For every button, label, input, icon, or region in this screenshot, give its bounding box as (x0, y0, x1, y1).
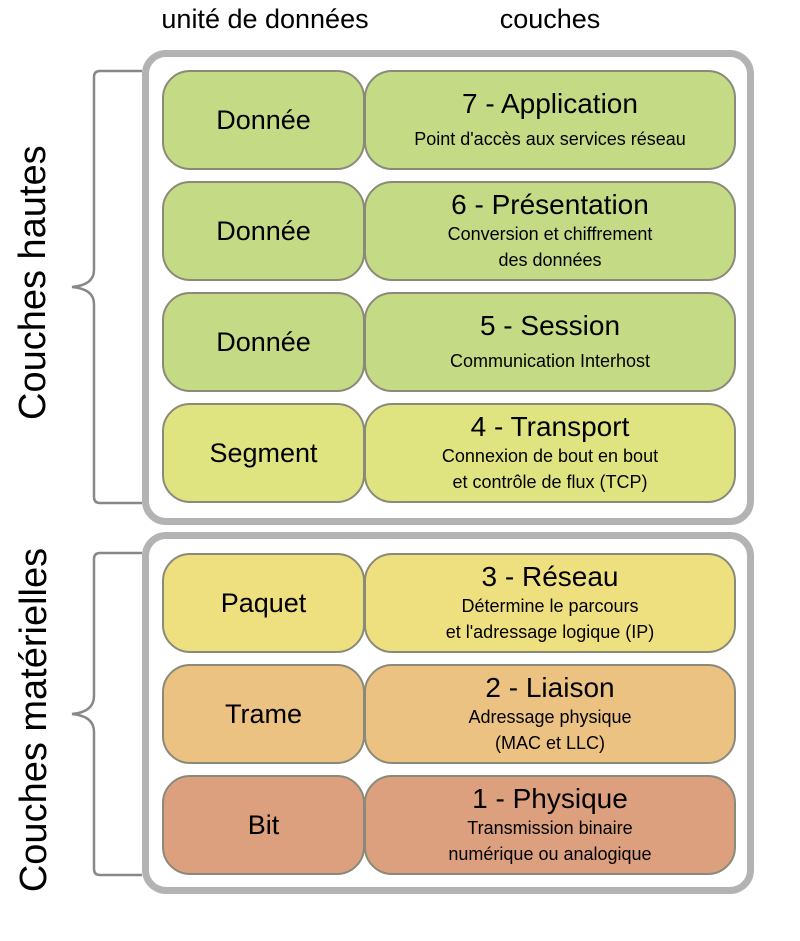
layer-title: 1 - Physique (472, 783, 628, 814)
layer-description-line: Communication Interhost (449, 351, 651, 371)
upper-brace-icon (71, 69, 142, 505)
layer-title: 4 - Transport (470, 411, 630, 442)
layer-description-line: Adressage physique (468, 707, 632, 727)
layer-description-line: Connexion de bout en bout (441, 446, 659, 466)
layer-description-line: numérique ou analogique (448, 844, 652, 864)
layer-title: 2 - Liaison (485, 672, 615, 703)
layer-description-line: Transmission binaire (467, 818, 633, 838)
data-unit-label: Donnée (216, 215, 311, 246)
data-unit-box: Trame (162, 664, 365, 764)
layer-description-line: (MAC et LLC) (494, 733, 606, 753)
layer-description-line: des données (498, 250, 602, 270)
group-label-upper-layers: Couches hautes (12, 145, 54, 420)
layer-title: 5 - Session (479, 310, 621, 341)
layer-title: 7 - Application (462, 88, 638, 119)
data-unit-label: Segment (209, 437, 318, 468)
data-unit-box: Donnée (162, 70, 365, 170)
data-unit-box: Donnée (162, 292, 365, 392)
data-unit-label: Bit (247, 809, 280, 840)
layer-description-line: et l'adressage logique (IP) (445, 622, 655, 642)
layer-description-line: Conversion et chiffrement (447, 224, 653, 244)
layer-description-line: Point d'accès aux services réseau (414, 129, 686, 149)
group-label-hardware-layers: Couches matérielles (13, 547, 55, 893)
header-layers: couches (499, 4, 601, 34)
layer-description-line: Détermine le parcours (461, 596, 639, 616)
header-data-unit: unité de données (161, 4, 369, 34)
data-unit-box: Donnée (162, 181, 365, 281)
data-unit-box: Bit (162, 775, 365, 875)
data-unit-label: Paquet (220, 587, 307, 618)
data-unit-label: Donnée (216, 326, 311, 357)
data-unit-box: Segment (162, 403, 365, 503)
lower-brace-icon (71, 551, 142, 877)
layer-title: 6 - Présentation (451, 189, 649, 220)
data-unit-box: Paquet (162, 553, 365, 653)
layer-title: 3 - Réseau (481, 561, 619, 592)
layer-description-line: et contrôle de flux (TCP) (452, 472, 648, 492)
data-unit-label: Trame (224, 698, 302, 729)
data-unit-label: Donnée (216, 104, 311, 135)
